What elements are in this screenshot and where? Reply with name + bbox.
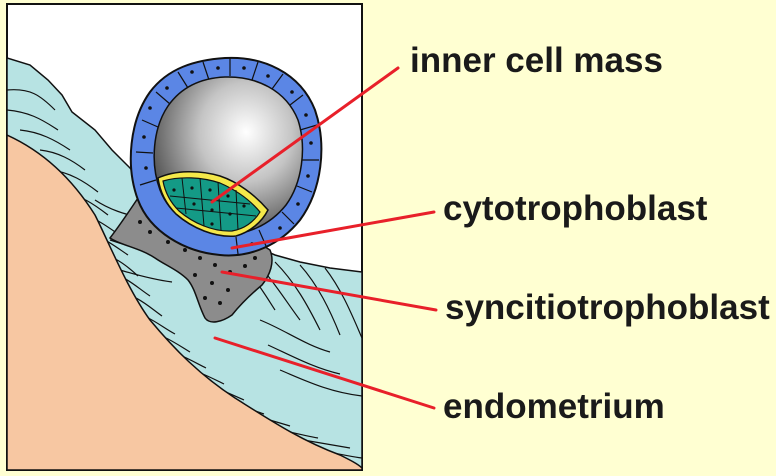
label-endometrium: endometrium	[443, 389, 665, 424]
label-cytotrophoblast: cytotrophoblast	[443, 191, 707, 226]
label-inner-cell-mass: inner cell mass	[410, 43, 663, 78]
label-syncitiotrophoblast: syncitiotrophoblast	[445, 290, 770, 325]
